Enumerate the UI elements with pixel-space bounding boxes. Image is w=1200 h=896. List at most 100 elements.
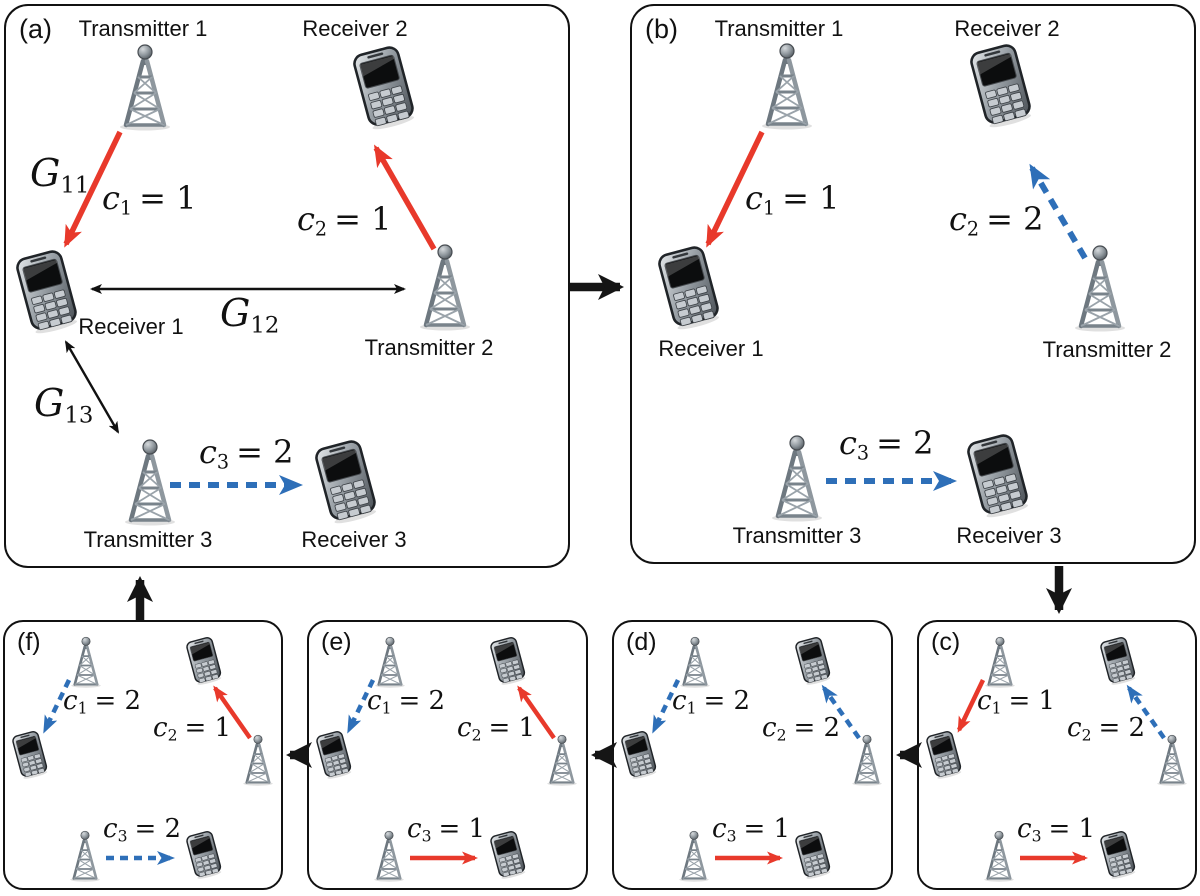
receiver-1-icon [13, 732, 47, 778]
receiver-2-icon [355, 48, 413, 128]
receiver-2-label: Receiver 2 [954, 16, 1060, 41]
flow-arrow-d-to-e [591, 742, 617, 768]
panel-b-wires [705, 130, 1088, 491]
transmitter-3-icon [118, 438, 182, 526]
panel-e-wires [346, 679, 556, 865]
link-label-c3: c3= 2 [839, 424, 934, 465]
panel-d: (d) c1= 2 c2= 2 c3= 1 [612, 620, 893, 890]
transmitter-1-icon [755, 42, 819, 130]
transmitter-3-label: Transmitter 3 [732, 523, 862, 548]
receiver-3-icon [796, 832, 830, 878]
panel-b-tag: (b) [645, 14, 678, 44]
panel-a-tag: (a) [19, 14, 52, 44]
panel-b: (b) Transmitter 1 Receiver 2 c1= 1 c2= 2… [630, 4, 1196, 564]
transmitter-3-icon [66, 830, 104, 882]
receiver-1-icon [927, 732, 961, 778]
transmitter-3-label: Transmitter 3 [83, 527, 213, 552]
link-label-c1: c1= 1 [102, 179, 197, 220]
transmitter-1-label: Transmitter 1 [78, 16, 208, 41]
panel-e: (e) c1= 2 c2= 1 c3= 1 [307, 620, 588, 890]
gain-arrow-g13 [64, 340, 120, 434]
panel-c-tag: (c) [931, 628, 961, 656]
link-arrow-c2 [517, 685, 556, 740]
receiver-3-label: Receiver 3 [301, 527, 407, 552]
link-label-c1: c1= 1 [977, 686, 1056, 718]
panel-d-wires [651, 679, 861, 865]
link-label-c3: c3= 1 [1017, 814, 1096, 846]
gain-label-g11: G11 [30, 151, 90, 199]
link-arrow-c1 [705, 130, 765, 248]
receiver-3-icon [1101, 832, 1135, 878]
transmitter-3-icon [765, 434, 829, 522]
receiver-1-label: Receiver 1 [658, 336, 764, 361]
transmitter-2-icon [848, 734, 886, 786]
link-arrow-c1 [956, 679, 986, 733]
link-arrow-c2 [373, 144, 437, 251]
receiver-3-icon [187, 832, 221, 878]
transmitter-3-icon [675, 830, 713, 882]
link-arrow-c2 [213, 685, 252, 740]
receiver-1-icon [622, 732, 656, 778]
transmitter-1-icon [67, 636, 105, 688]
link-label-c2: c2= 2 [1067, 713, 1146, 745]
transmitter-1-icon [676, 636, 714, 688]
link-label-c3: c3= 2 [103, 814, 182, 846]
receiver-3-icon [491, 832, 525, 878]
link-label-c3: c3= 1 [407, 814, 486, 846]
transmitter-3-icon [370, 830, 408, 882]
panel-d-tag: (d) [626, 628, 657, 656]
link-label-c1: c1= 2 [672, 686, 751, 718]
flow-arrow-f-to-a [127, 576, 153, 620]
receiver-3-label: Receiver 3 [956, 523, 1062, 548]
transmitter-1-icon [981, 636, 1019, 688]
link-label-c1: c1= 1 [745, 179, 840, 220]
link-label-c2: c2= 2 [949, 200, 1044, 241]
transmitter-1-icon [371, 636, 409, 688]
receiver-2-icon [187, 638, 221, 684]
link-label-c2: c2= 1 [457, 713, 536, 745]
panel-f: (f) c1= 2 c2= 1 c3= 2 [3, 620, 283, 890]
transmitter-2-icon [1153, 734, 1191, 786]
link-label-c2: c2= 2 [762, 713, 841, 745]
transmitter-2-icon [1068, 244, 1132, 332]
receiver-1-label: Receiver 1 [78, 314, 184, 339]
receiver-2-label: Receiver 2 [302, 16, 408, 41]
receiver-1-icon [317, 732, 351, 778]
gain-label-g12: G12 [220, 291, 280, 339]
transmitter-2-icon [413, 243, 477, 331]
flow-arrow-b-to-c [1046, 566, 1072, 614]
link-arrow-c1 [42, 679, 72, 734]
link-label-c3: c3= 1 [712, 814, 791, 846]
link-arrow-c1 [346, 679, 376, 734]
transmitter-2-label: Transmitter 2 [364, 335, 494, 360]
link-label-c2: c2= 1 [153, 713, 232, 745]
panel-a: (a) Transmitter 1 Receiver 2 G11 c1= 1 c… [4, 4, 570, 568]
panel-a-wires [63, 130, 437, 495]
link-label-c1: c1= 2 [63, 686, 142, 718]
flow-arrow-a-to-b [570, 274, 624, 300]
link-arrow-c2 [1126, 684, 1166, 740]
link-arrow-c1 [651, 679, 681, 734]
link-label-c2: c2= 1 [297, 200, 392, 241]
receiver-1-icon [660, 248, 718, 328]
link-label-c1: c1= 2 [367, 686, 446, 718]
gain-label-g13: G13 [34, 381, 94, 429]
link-arrow-c1 [63, 130, 123, 248]
transmitter-1-icon [113, 43, 177, 131]
receiver-3-icon [969, 436, 1027, 516]
transmitter-2-label: Transmitter 2 [1042, 337, 1172, 362]
receiver-2-icon [972, 46, 1030, 126]
panel-f-tag: (f) [17, 628, 41, 656]
receiver-2-icon [1101, 638, 1135, 684]
transmitter-3-icon [980, 830, 1018, 882]
panel-f-wires [42, 679, 252, 865]
receiver-3-icon [317, 442, 375, 522]
panel-c: (c) c1= 1 c2= 2 c3= 1 [917, 620, 1197, 890]
flow-arrow-e-to-f [286, 742, 312, 768]
flow-arrow-c-to-d [896, 742, 922, 768]
panel-e-tag: (e) [321, 628, 352, 656]
transmitter-2-icon [543, 734, 581, 786]
receiver-2-icon [796, 638, 830, 684]
link-label-c3: c3= 2 [199, 433, 294, 474]
link-arrow-c2 [821, 684, 861, 740]
